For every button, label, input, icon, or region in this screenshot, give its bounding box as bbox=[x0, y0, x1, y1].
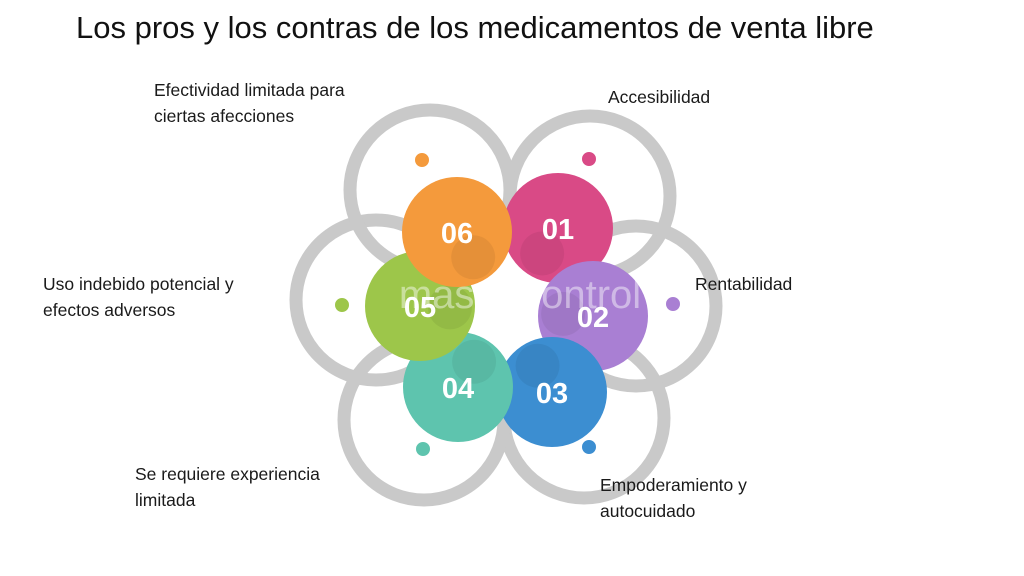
connector-dot-04 bbox=[414, 440, 432, 458]
segment-shade-01 bbox=[520, 231, 565, 276]
watermark: mastercontrol bbox=[399, 273, 641, 317]
segment-shade-06 bbox=[451, 235, 496, 280]
segment-number-04: 04 bbox=[442, 373, 474, 405]
segment-number-01: 01 bbox=[542, 214, 574, 246]
segment-number-02: 02 bbox=[577, 302, 609, 334]
segment-shade-04 bbox=[452, 339, 497, 384]
segment-06 bbox=[402, 177, 512, 287]
connector-dot-03 bbox=[580, 438, 598, 456]
segment-shade-02 bbox=[541, 291, 586, 336]
connector-dot-05 bbox=[333, 296, 351, 314]
segment-shade-05 bbox=[427, 285, 472, 330]
label-06: Efectividad limitada para ciertas afecci… bbox=[154, 80, 345, 126]
label-03: Empoderamiento y autocuidado bbox=[600, 475, 747, 521]
segment-number-05: 05 bbox=[404, 292, 436, 324]
connector-dot-06 bbox=[413, 151, 431, 169]
segment-circle-01 bbox=[503, 173, 613, 283]
page-title: Los pros y los contras de los medicament… bbox=[76, 10, 874, 45]
connector-dots bbox=[333, 150, 682, 458]
segment-number-06: 06 bbox=[441, 218, 473, 250]
segment-circle-06 bbox=[402, 177, 512, 287]
connector-dot-02 bbox=[664, 295, 682, 313]
connector-dot-01 bbox=[580, 150, 598, 168]
segment-01 bbox=[503, 173, 613, 283]
segment-shade-03 bbox=[515, 343, 560, 388]
segment-circles bbox=[365, 173, 648, 447]
segment-circle-03 bbox=[497, 337, 607, 447]
segment-number-03: 03 bbox=[536, 378, 568, 410]
label-02: Rentabilidad bbox=[695, 274, 793, 294]
segment-03 bbox=[497, 337, 607, 447]
label-01: Accesibilidad bbox=[608, 87, 711, 107]
segment-numbers: 01 02 03 04 05 06 bbox=[404, 214, 609, 410]
label-05: Uso indebido potencial y efectos adverso… bbox=[43, 274, 234, 320]
label-04: Se requiere experiencia limitada bbox=[135, 464, 320, 510]
